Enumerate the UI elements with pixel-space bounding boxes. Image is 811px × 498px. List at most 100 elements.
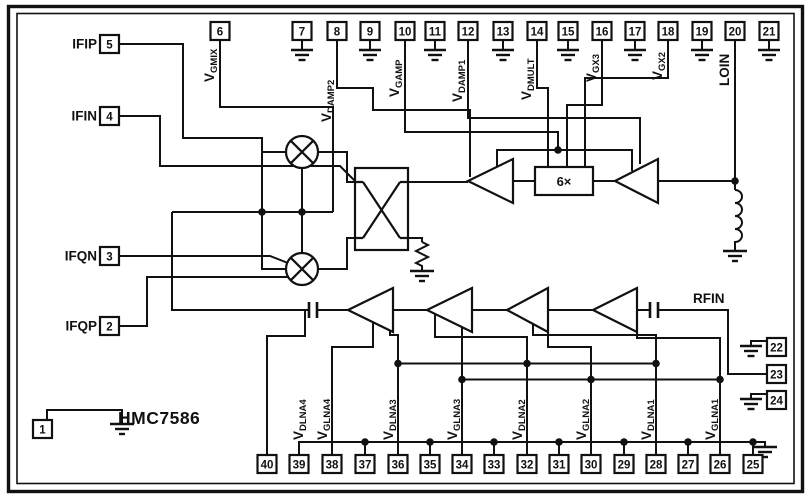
mixer-i [284,134,320,170]
pin-label-34: VGLNA3 [445,399,463,440]
pin-35: 35 [419,442,441,475]
lna-stage-2 [504,286,550,334]
quadrature-hybrid [353,166,410,252]
ground-icon [291,48,313,62]
lo-amplifier-2 [465,157,515,205]
wire-hybrid-to-resistor [408,237,423,242]
pin-22: 22 [740,336,788,358]
wire-ifqp [119,276,288,327]
pin-box-18 [657,20,679,42]
pin-number-36: 36 [392,460,405,472]
pin-box-34 [451,453,473,475]
ground-resistor [410,269,434,283]
pin-number-34: 34 [456,460,469,472]
pin-11: 11 [424,20,446,62]
pin-number-13: 13 [497,27,510,39]
wire-vgamp [404,40,559,150]
pin-number-22: 22 [770,343,783,355]
pin-number-27: 27 [682,460,695,472]
pin-number-35: 35 [424,460,437,472]
pin-number-9: 9 [367,27,373,39]
pin-box-32 [516,453,538,475]
pin-box-3 [98,245,121,267]
pin-label-40: VDLNA4 [291,399,309,440]
pin-box-14 [526,20,548,42]
pin-box-6 [209,20,231,42]
pin-25: 25 [742,442,764,475]
pin-number-16: 16 [596,27,609,39]
pin-number-8: 8 [334,27,341,39]
wire-vglna4 [331,322,374,455]
pin-box-38 [321,453,343,475]
chip-title: HMC7586 [118,408,200,428]
lna-stage-4 [345,286,395,334]
wire-vdamp2 [336,40,471,177]
wiring [119,40,767,455]
pin-label-14: VDMULT [519,58,537,100]
pin-box-4 [98,105,121,127]
pin-number-10: 10 [399,27,412,39]
wire-ground-bus [298,441,766,455]
pin-number-39: 39 [293,460,306,472]
pin-box-20 [724,20,746,42]
pin-label-6: VGMIX [202,48,220,82]
pin-label-3: IFQN [65,249,97,264]
pin-24: 24 [740,389,788,411]
capacitor-rf-side [648,302,660,318]
pin-box-1 [31,418,54,440]
ground-stub [750,393,767,399]
wire-vgx2 [584,40,669,167]
wire-mixer-bottom-to-hybrid [318,237,355,270]
pin-39: 39 [288,442,310,475]
pin-number-24: 24 [770,396,783,408]
pin-box-30 [580,453,602,475]
pin-label-30: VGLNA2 [574,399,592,440]
multiplier-label: 6× [557,174,572,189]
ground-icon [424,48,446,62]
pin-number-12: 12 [462,27,475,39]
pin-box-16 [591,20,613,42]
pin-33: 33 [483,442,505,475]
pin-number-25: 25 [747,460,760,472]
rfin-label: RFIN [693,291,725,306]
pin-number-14: 14 [531,27,544,39]
ground-icon [492,48,514,62]
wire-ifqn [119,255,289,264]
pin-number-40: 40 [261,460,274,472]
pin-box-26 [709,453,731,475]
ground-pin1 [110,422,134,436]
inductor [734,189,743,250]
wire-rfin [658,309,767,375]
wire-ifin [119,115,356,182]
ground-stub [750,340,767,346]
chip-boundary [16,12,795,485]
pin-label-5: IFIP [72,37,97,52]
pin-number-4: 4 [106,112,113,124]
pin-box-36 [387,453,409,475]
pin-label-38: VGLNA4 [315,398,333,440]
junction-dots [258,146,757,446]
pin-number-18: 18 [662,27,675,39]
pin-box-24 [765,389,788,411]
pin-label-20: LOIN [717,54,732,86]
wire-ifip [119,43,286,270]
pin-number-6: 6 [217,27,223,39]
pin-box-8 [326,20,348,42]
pin-label-18: VGX2 [650,52,668,80]
resistor [413,241,431,270]
ground-inductor [723,249,747,263]
pin-box-23 [765,363,788,385]
capacitor-if-side [307,302,319,318]
